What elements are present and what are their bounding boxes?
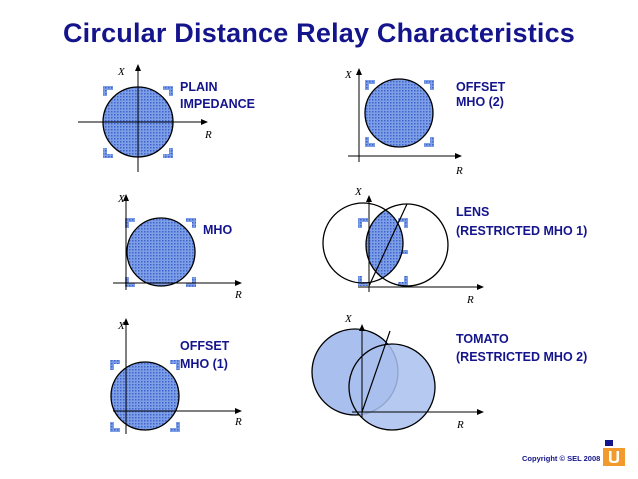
tomato-diagram: X R TOMATO (RESTRICTED MHO 2) [311, 313, 587, 431]
r-axis-arrow [477, 284, 484, 290]
x-axis-label: X [344, 69, 353, 81]
x-axis-arrow [366, 195, 372, 202]
copyright-notice: Copyright © SEL 2008 [522, 454, 601, 463]
x-axis-label: X [117, 320, 126, 332]
mho-label: MHO [203, 223, 232, 237]
x-axis-arrow [356, 68, 362, 75]
x-axis-label: X [344, 313, 353, 325]
slide-title: Circular Distance Relay Characteristics [62, 18, 576, 48]
offset-mho-1-label-2: MHO (1) [180, 357, 228, 371]
lens-region [366, 204, 403, 283]
selection-handles [365, 80, 434, 147]
r-axis-arrow [235, 280, 242, 286]
x-axis-label: X [354, 186, 363, 198]
r-axis-label: R [455, 165, 463, 177]
x-axis-arrow [135, 64, 141, 71]
selection-handles [103, 86, 173, 158]
r-axis-arrow [235, 408, 242, 414]
reach-line [368, 203, 408, 287]
selection-handles [110, 360, 180, 432]
lens-circle-left [322, 202, 404, 284]
r-axis-label: R [204, 129, 212, 141]
plain-impedance-diagram: X R PLAIN IMPEDANCE [78, 64, 255, 172]
offset-mho-2-label-1: OFFSET [456, 80, 506, 94]
r-axis-arrow [477, 409, 484, 415]
reach-line [361, 330, 391, 413]
tomato-circle-right [348, 343, 436, 431]
offset-mho-2-diagram: X R OFFSET MHO (2) [344, 68, 506, 177]
lens-label-2: (RESTRICTED MHO 1) [456, 224, 587, 238]
offset-mho-2-circle [364, 78, 434, 148]
x-axis-label: X [117, 66, 126, 78]
sel-university-logo-icon [603, 438, 625, 466]
x-axis-arrow [123, 194, 129, 201]
offset-mho-1-label-1: OFFSET [180, 339, 230, 353]
r-axis-arrow [455, 153, 462, 159]
r-axis-label: R [466, 294, 474, 306]
x-axis-arrow [123, 318, 129, 325]
lens-diagram: X R LENS (RESTRICTED MHO 1) [322, 186, 587, 306]
offset-mho-1-diagram: X R OFFSET MHO (1) [110, 318, 242, 434]
mho-circle [126, 217, 196, 287]
r-axis-label: R [456, 419, 464, 431]
mho-diagram: X R MHO [113, 193, 242, 301]
plain-impedance-label-2: IMPEDANCE [180, 97, 255, 111]
r-axis-arrow [201, 119, 208, 125]
offset-mho-1-circle [110, 361, 180, 431]
x-axis-label: X [117, 193, 126, 205]
tomato-label-2: (RESTRICTED MHO 2) [456, 350, 587, 364]
plain-impedance-label-1: PLAIN [180, 80, 218, 94]
r-axis-label: R [234, 416, 242, 428]
selection-handles [125, 218, 196, 287]
offset-mho-2-label-2: MHO (2) [456, 95, 504, 109]
tomato-label-1: TOMATO [456, 332, 509, 346]
lens-label-1: LENS [456, 205, 489, 219]
r-axis-label: R [234, 289, 242, 301]
x-axis-arrow [359, 324, 365, 331]
selection-handles [358, 218, 408, 286]
